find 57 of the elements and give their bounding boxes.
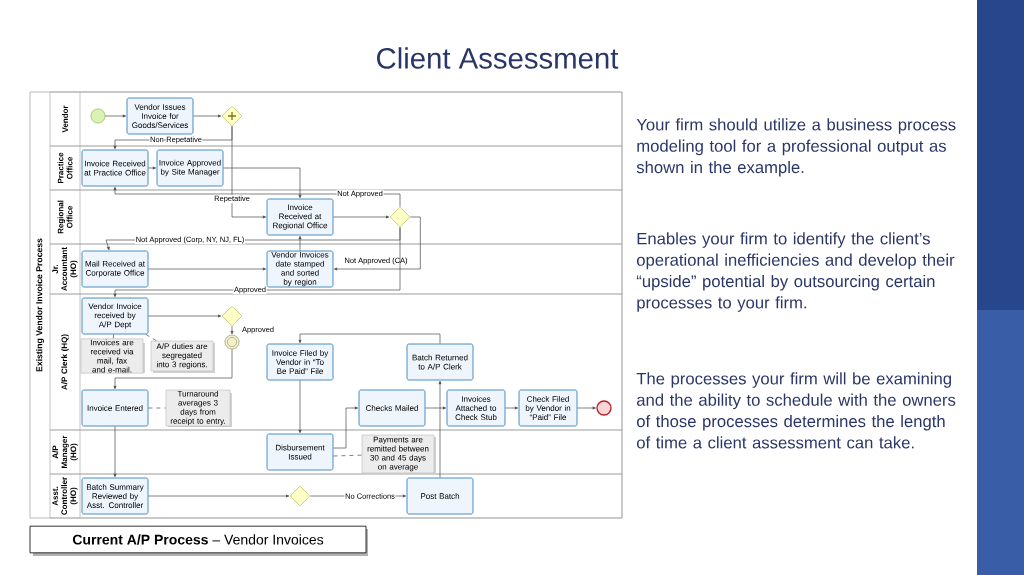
task-box: Batch Summary Reviewed by Asst. Controller bbox=[81, 477, 149, 515]
end-event bbox=[596, 400, 612, 416]
arrow bbox=[105, 114, 126, 118]
caption-box: Current A/P Process – Vendor Invoices bbox=[29, 525, 368, 556]
arrow bbox=[230, 326, 234, 335]
arrow bbox=[298, 333, 441, 344]
arrow bbox=[334, 216, 421, 271]
arrow bbox=[577, 406, 596, 410]
association-line bbox=[145, 334, 157, 342]
task-box: Disbursement Issued bbox=[266, 433, 334, 471]
task-box: Check Filed by Vendor in “Paid” File bbox=[518, 389, 578, 427]
task-box: Invoice Entered bbox=[81, 389, 149, 427]
task-box: Invoice Filed by Vendor in “To Be Paid” File bbox=[266, 343, 334, 381]
task-box: Batch Returned to A/P Clerk bbox=[406, 343, 474, 381]
note-box: Payments are remitted between 30 and 45 days on average bbox=[361, 434, 436, 475]
arrow bbox=[438, 381, 442, 478]
timer-event bbox=[224, 334, 240, 350]
arrow bbox=[231, 126, 266, 219]
task-box: Checks Mailed bbox=[358, 389, 426, 427]
arrow bbox=[223, 167, 302, 198]
arrow bbox=[148, 166, 156, 170]
gateway-diamond bbox=[389, 206, 411, 228]
task-box: Vendor Invoice received by A/P Dept bbox=[81, 297, 149, 335]
arrow bbox=[113, 227, 401, 297]
association-line bbox=[113, 334, 114, 339]
gateway-diamond bbox=[221, 105, 243, 127]
task-box: Mail Received at Corporate Office bbox=[81, 250, 149, 288]
arrow bbox=[298, 236, 302, 251]
task-box: Invoice Received at Regional Office bbox=[266, 198, 334, 236]
arrow bbox=[333, 215, 390, 219]
task-box: Invoice Received at Practice Office bbox=[81, 149, 149, 187]
paragraph: Your firm should utilize a business process modeling tool for a professional output as shown in the example. bbox=[636, 118, 956, 177]
arrow bbox=[148, 267, 266, 271]
arrow bbox=[425, 406, 446, 410]
task-box: Vendor Issues Invoice for Goods/Services bbox=[126, 97, 194, 135]
paragraph: The processes your firm will be examining and the ability to schedule with the owners of those processes determines the length of time a client assessment can take. bbox=[636, 372, 956, 449]
arrow bbox=[505, 406, 518, 410]
arrow bbox=[113, 426, 117, 477]
paragraph: Enables your firm to identify the client’s operational inefficiencies and develop their “upside” potential by outsourcing certain processes to your firm. bbox=[636, 232, 955, 312]
arrow bbox=[148, 494, 290, 498]
arrow bbox=[193, 114, 222, 118]
gateway-diamond bbox=[221, 305, 243, 327]
note-box: Turnaround averages 3 days from receipt to entry. bbox=[165, 389, 232, 427]
arrow bbox=[113, 349, 233, 389]
association-line bbox=[333, 454, 363, 457]
gateway-diamond bbox=[289, 485, 311, 507]
task-box: Invoices Attached to Check Stub bbox=[446, 389, 506, 427]
arrow bbox=[148, 314, 222, 318]
note-box: Invoices are received via mail, fax and e-mail. bbox=[80, 338, 145, 374]
task-box: Invoice Approved by Site Manager bbox=[156, 149, 224, 187]
task-box: Vendor Invoices date stamped and sorted by region bbox=[266, 250, 334, 288]
start-event bbox=[90, 108, 106, 124]
note-box: A/P duties are segregated into 3 regions. bbox=[150, 340, 215, 373]
task-box: Post Batch bbox=[406, 477, 474, 515]
arrow bbox=[333, 406, 358, 449]
title: Client Assessment bbox=[377, 47, 619, 69]
arrow bbox=[298, 380, 302, 433]
